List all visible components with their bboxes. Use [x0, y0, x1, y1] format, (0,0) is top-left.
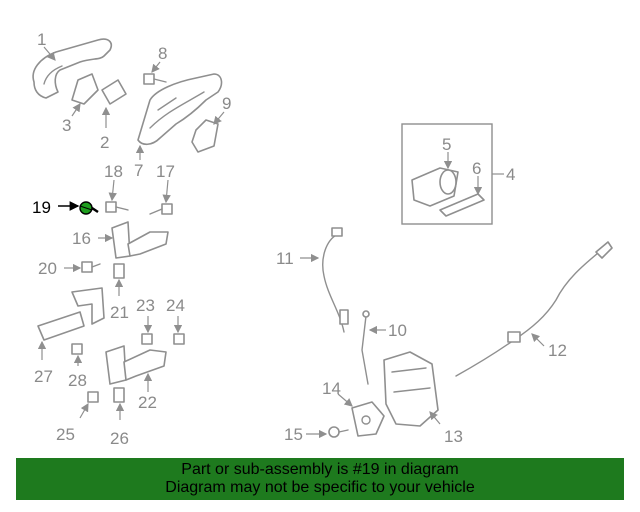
callout-8: 8	[158, 44, 167, 63]
part-8-screw[interactable]	[143, 61, 167, 85]
callout-12: 12	[548, 341, 567, 360]
callout-22: 22	[138, 393, 157, 412]
part-14-plate[interactable]	[337, 393, 385, 437]
callout-6: 6	[472, 159, 481, 178]
part-18-bolt[interactable]	[105, 179, 129, 213]
part-13-latch[interactable]	[383, 351, 441, 427]
part-15-screw[interactable]	[306, 426, 349, 439]
part-17-bolt[interactable]	[149, 179, 173, 215]
part-21-bolt[interactable]	[113, 263, 125, 296]
part-19-bolt-highlighted[interactable]	[58, 201, 99, 215]
callout-27: 27	[34, 367, 53, 386]
part-7-handle-frame[interactable]	[135, 73, 223, 160]
callout-23: 23	[136, 296, 155, 315]
callout-20: 20	[38, 259, 57, 278]
part-16-hinge[interactable]	[98, 221, 169, 259]
part-26-bolt[interactable]	[113, 387, 125, 420]
callout-11: 11	[276, 249, 294, 268]
banner-line-2: Diagram may not be specific to your vehi…	[165, 479, 475, 496]
callout-26: 26	[110, 429, 129, 448]
callout-18: 18	[104, 162, 123, 181]
callout-3: 3	[62, 116, 71, 135]
part-25-bolt[interactable]	[79, 391, 99, 419]
callout-28: 28	[68, 371, 87, 390]
part-22-hinge[interactable]	[105, 345, 167, 392]
info-banner: Part or sub-assembly is #19 in diagram D…	[16, 458, 624, 500]
part-27-check-strap[interactable]	[37, 287, 105, 360]
callout-16: 16	[72, 229, 91, 248]
callout-1: 1	[37, 30, 46, 49]
inset-box-part-4[interactable]	[401, 123, 504, 225]
part-3-pad[interactable]	[71, 73, 99, 117]
part-2-pad[interactable]	[101, 79, 127, 128]
callout-17: 17	[156, 162, 175, 181]
callout-24: 24	[166, 296, 185, 315]
callout-4: 4	[506, 165, 515, 184]
part-9-cover[interactable]	[191, 111, 225, 153]
part-24-bolt[interactable]	[173, 316, 185, 345]
callout-15: 15	[284, 425, 303, 444]
callout-25: 25	[56, 425, 75, 444]
part-10-rod[interactable]	[361, 310, 386, 385]
callout-19: 19	[32, 198, 51, 217]
part-28-bolt[interactable]	[71, 343, 83, 366]
callout-9: 9	[222, 94, 231, 113]
callout-13: 13	[444, 427, 463, 446]
part-23-bolt[interactable]	[141, 316, 153, 345]
callout-10: 10	[388, 321, 407, 340]
callout-7: 7	[134, 161, 143, 180]
part-1-outer-handle[interactable]	[32, 38, 113, 99]
callout-5: 5	[442, 135, 451, 154]
part-12-cable[interactable]	[455, 241, 613, 377]
callout-2: 2	[100, 133, 109, 152]
part-11-cable[interactable]	[300, 227, 349, 333]
callout-14: 14	[322, 379, 341, 398]
part-20-bolt[interactable]	[64, 261, 101, 273]
banner-line-1: Part or sub-assembly is #19 in diagram	[181, 461, 459, 478]
callout-21: 21	[110, 303, 129, 322]
